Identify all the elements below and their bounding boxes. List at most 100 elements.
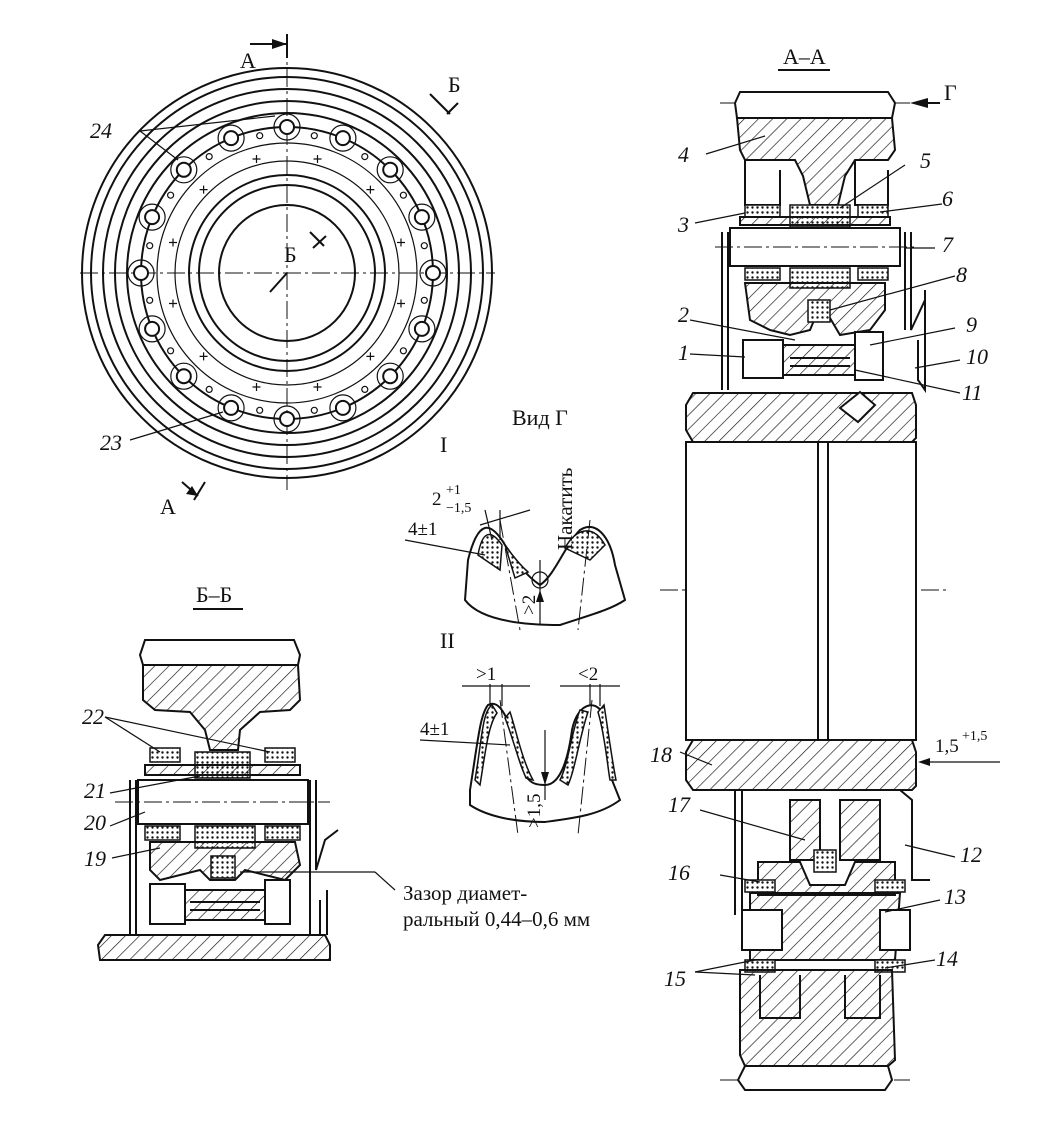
small-hole	[361, 153, 369, 161]
center-cross	[169, 238, 177, 247]
part-16: 16	[668, 860, 690, 885]
bolt-head	[382, 161, 399, 178]
dim-8-base: 1,5	[935, 736, 959, 757]
part-19: 19	[84, 846, 106, 871]
part-7: 7	[942, 232, 954, 257]
center-cross	[313, 155, 322, 163]
bolt-seat	[127, 259, 155, 287]
bolt-seat	[138, 203, 166, 231]
bolt-seat	[138, 315, 166, 343]
cut-b-top: Б	[448, 72, 461, 97]
cut-a-bottom: А	[160, 494, 176, 519]
bolt-head	[133, 265, 149, 281]
center-cross	[313, 383, 322, 391]
bolt-head	[279, 119, 295, 135]
bolt-head	[223, 399, 240, 416]
bolt-seat	[329, 394, 357, 422]
small-hole	[256, 132, 264, 140]
small-hole	[420, 242, 428, 250]
cross-ring	[169, 155, 405, 391]
bolt-ring	[127, 113, 447, 433]
small-hole	[205, 385, 213, 393]
bolt-seat	[329, 124, 357, 152]
bolt-head	[413, 209, 430, 226]
small-hole	[167, 347, 175, 355]
part-10: 10	[966, 344, 988, 369]
part-9: 9	[966, 312, 977, 337]
part-21: 21	[84, 778, 106, 803]
gap-note-line2: ральный 0,44–0,6 мм	[403, 907, 590, 931]
bolt-seat	[273, 113, 301, 141]
dim-4: >1	[476, 664, 496, 685]
center-cross	[169, 299, 177, 308]
detail-1-title: I	[440, 432, 447, 457]
small-hole	[399, 347, 407, 355]
dim-1-sub: −1,5	[446, 501, 471, 516]
bolt-head	[223, 130, 240, 147]
dim-6: 4±1	[420, 719, 449, 740]
small-hole	[420, 296, 428, 304]
center-cross	[397, 299, 405, 308]
part-12: 12	[960, 842, 982, 867]
part-22: 22	[82, 704, 104, 729]
part-17: 17	[668, 792, 691, 817]
part-4: 4	[678, 142, 689, 167]
part-15: 15	[664, 966, 686, 991]
dim-7: >1,5	[524, 794, 545, 828]
bolt-head	[144, 320, 161, 337]
small-hole	[310, 132, 318, 140]
part-3: 3	[677, 212, 689, 237]
dim-1-sup: +1	[446, 483, 461, 498]
center-cross	[199, 185, 208, 194]
part-1: 1	[678, 340, 689, 365]
center-cross	[366, 185, 375, 194]
small-hole	[146, 296, 154, 304]
dimensions: 2 +1 −1,5 4±1 >2 >1 <2 4±1 >1,5 1,5 +1,5	[408, 483, 987, 828]
detail-2-title: II	[440, 628, 455, 653]
part-6: 6	[942, 186, 953, 211]
dim-3: >2	[519, 595, 540, 615]
bolt-seat	[376, 156, 404, 184]
bolt-seat	[217, 124, 245, 152]
bolt-head	[425, 265, 441, 281]
dim-8-sup: +1,5	[962, 729, 987, 744]
cut-b-center: Б	[284, 242, 297, 267]
bolt-head	[382, 368, 399, 385]
part-23: 23	[100, 430, 122, 455]
bolt-seat	[170, 156, 198, 184]
cut-marks: А А Б Б Г	[160, 48, 957, 519]
section-aa-title: А–А	[783, 44, 826, 69]
small-hole	[361, 385, 369, 393]
bolt-seat	[408, 203, 436, 231]
bolt-seat	[273, 405, 301, 433]
bolt-head	[334, 399, 351, 416]
section-aa	[660, 69, 1000, 1091]
bolt-seat	[217, 394, 245, 422]
center-cross	[252, 155, 261, 163]
part-13: 13	[944, 884, 966, 909]
knurl-note: Накатить	[553, 468, 577, 550]
bolt-seat	[170, 362, 198, 390]
dim-5: <2	[578, 664, 598, 685]
bolt-head	[413, 320, 430, 337]
part-5: 5	[920, 148, 931, 173]
center-cross	[252, 383, 261, 391]
bolt-seat	[376, 362, 404, 390]
small-hole	[167, 191, 175, 199]
bolt-head	[175, 161, 192, 178]
titles: А–А Б–Б Вид Г I II	[196, 44, 826, 653]
cut-g: Г	[944, 80, 957, 105]
center-cross	[397, 238, 405, 247]
part-numbers: 1 2 3 4 5 6 7 8 9 10 11 12 13 14 15 16 1…	[82, 118, 988, 991]
gap-note-line1: Зазор диамет-	[403, 881, 527, 905]
part-18: 18	[650, 742, 672, 767]
detail-1	[404, 509, 627, 631]
bolt-head	[279, 411, 295, 427]
small-hole	[399, 191, 407, 199]
small-hole	[310, 406, 318, 414]
bolt-head	[175, 368, 192, 385]
part-2: 2	[678, 302, 689, 327]
small-hole	[256, 406, 264, 414]
hole-ring	[146, 132, 428, 414]
